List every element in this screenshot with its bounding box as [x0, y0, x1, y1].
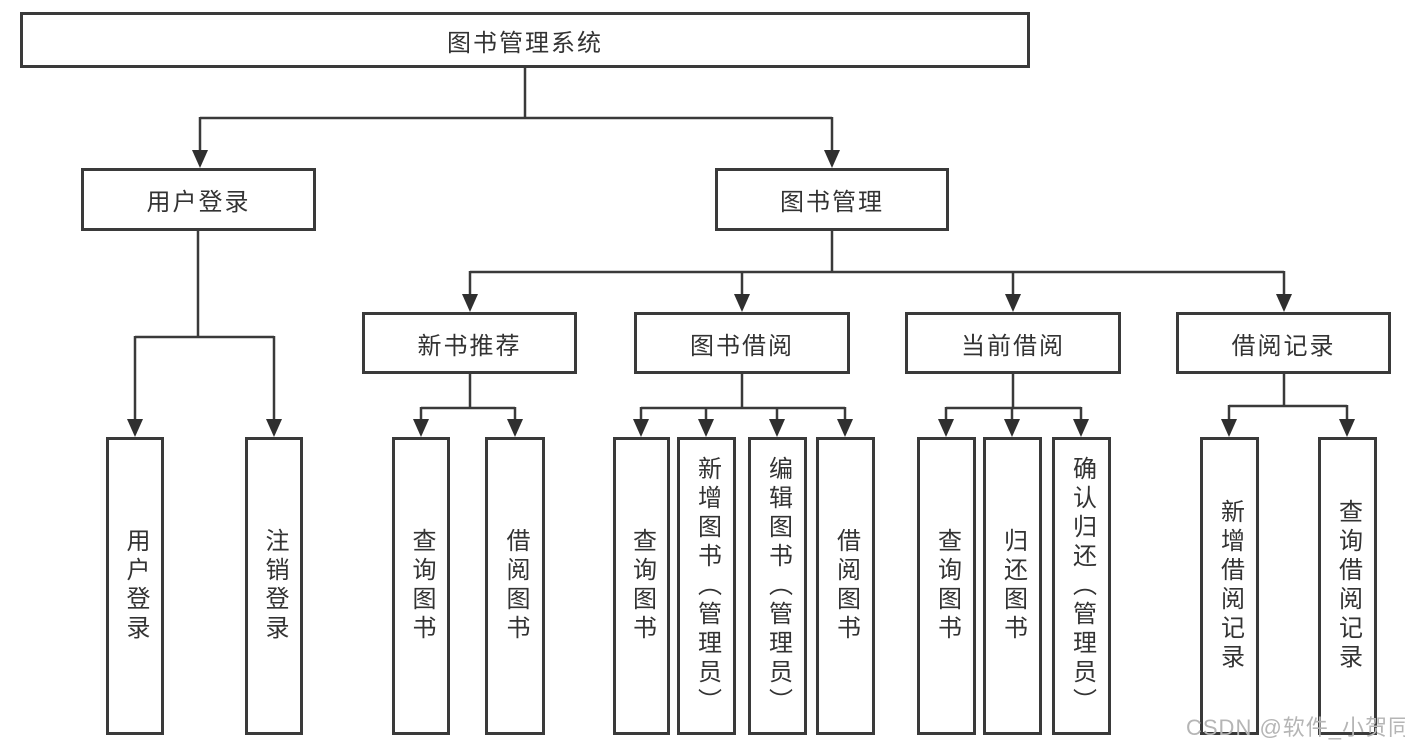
leaf-query-books-rec: 查询图书	[392, 437, 450, 735]
leaf-query-borrow-record-label: 查询借阅记录	[1334, 499, 1362, 673]
leaf-query-borrow-record: 查询借阅记录	[1318, 437, 1377, 735]
arrow-down-icon	[266, 419, 282, 437]
connector-user-login-to-leaves	[127, 231, 282, 437]
leaf-query-books-rec-label: 查询图书	[408, 528, 435, 644]
leaf-user-login: 用户登录	[106, 437, 164, 735]
arrow-down-icon	[633, 419, 649, 437]
arrow-down-icon	[192, 150, 208, 168]
leaf-query-books-borrow-label: 查询图书	[628, 528, 656, 644]
leaf-edit-books-admin: 编辑图书（管理员）	[748, 437, 807, 735]
connector-new-book-rec-to-leaves	[413, 374, 523, 437]
connector-root-to-level2	[192, 68, 840, 168]
leaf-user-login-label: 用户登录	[122, 528, 149, 644]
arrow-down-icon	[413, 419, 429, 437]
node-root-label: 图书管理系统	[447, 29, 603, 57]
arrow-down-icon	[1004, 419, 1020, 437]
leaf-confirm-return-admin-label: 确认归还（管理员）	[1068, 455, 1096, 717]
csdn-watermark: CSDN @软件_小贺同学	[1186, 715, 1405, 740]
leaf-borrow-books-rec-label: 借阅图书	[502, 528, 529, 644]
leaf-add-books-admin-label: 新增图书（管理员）	[693, 455, 721, 717]
connector-book-mgmt-to-level3	[462, 231, 1292, 312]
node-current-borrow: 当前借阅	[905, 312, 1121, 374]
node-new-book-rec-label: 新书推荐	[417, 332, 522, 360]
leaf-query-books-current: 查询图书	[917, 437, 976, 735]
leaf-edit-books-admin-label: 编辑图书（管理员）	[764, 455, 792, 717]
node-user-login-label: 用户登录	[146, 189, 251, 216]
node-book-borrow: 图书借阅	[634, 312, 850, 374]
node-user-login: 用户登录	[81, 168, 316, 231]
leaf-query-books-borrow: 查询图书	[613, 437, 670, 735]
arrow-down-icon	[824, 150, 840, 168]
arrow-down-icon	[1221, 419, 1237, 437]
arrow-down-icon	[938, 419, 954, 437]
leaf-add-borrow-record: 新增借阅记录	[1200, 437, 1259, 735]
node-book-borrow-label: 图书借阅	[690, 332, 794, 360]
leaf-return-books-label: 归还图书	[999, 528, 1027, 644]
connector-current-borrow-to-leaves	[938, 374, 1089, 437]
leaf-add-borrow-record-label: 新增借阅记录	[1216, 499, 1244, 673]
leaf-query-books-current-label: 查询图书	[933, 528, 961, 644]
node-borrow-records: 借阅记录	[1176, 312, 1391, 374]
arrow-down-icon	[698, 419, 714, 437]
arrow-down-icon	[734, 294, 750, 312]
arrow-down-icon	[127, 419, 143, 437]
connector-book-borrow-to-leaves	[633, 374, 853, 437]
arrow-down-icon	[1339, 419, 1355, 437]
leaf-add-books-admin: 新增图书（管理员）	[677, 437, 736, 735]
leaf-return-books: 归还图书	[983, 437, 1042, 735]
arrow-down-icon	[769, 419, 785, 437]
arrow-down-icon	[462, 294, 478, 312]
leaf-confirm-return-admin: 确认归还（管理员）	[1052, 437, 1111, 735]
node-root: 图书管理系统	[20, 12, 1030, 68]
leaf-borrow-books-rec: 借阅图书	[485, 437, 545, 735]
connector-borrow-records-to-leaves	[1221, 374, 1355, 437]
leaf-logout: 注销登录	[245, 437, 303, 735]
arrow-down-icon	[1005, 294, 1021, 312]
arrow-down-icon	[507, 419, 523, 437]
arrow-down-icon	[1073, 419, 1089, 437]
node-book-mgmt: 图书管理	[715, 168, 949, 231]
leaf-borrow-books: 借阅图书	[816, 437, 875, 735]
node-borrow-records-label: 借阅记录	[1231, 332, 1336, 360]
node-new-book-rec: 新书推荐	[362, 312, 577, 374]
node-current-borrow-label: 当前借阅	[961, 332, 1065, 360]
arrow-down-icon	[1276, 294, 1292, 312]
leaf-borrow-books-label: 借阅图书	[832, 528, 860, 644]
arrow-down-icon	[837, 419, 853, 437]
leaf-logout-label: 注销登录	[261, 528, 288, 644]
node-book-mgmt-label: 图书管理	[780, 189, 884, 216]
